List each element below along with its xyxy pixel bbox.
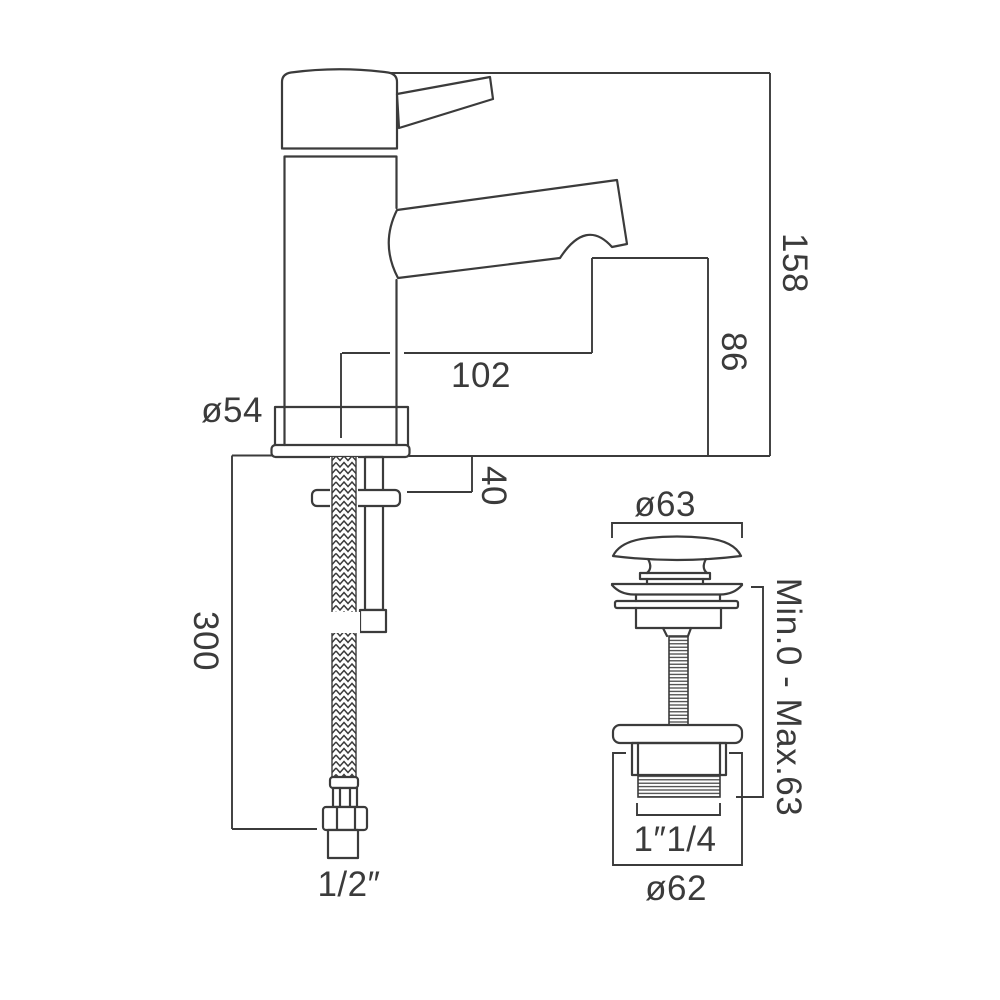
dim-spout-reach-label: 102: [451, 356, 511, 395]
dim-62-bracket: [612, 752, 743, 866]
waste-cap-stem-right: [702, 557, 709, 575]
waste-tailpiece: [661, 626, 693, 638]
dim-thread-bracket: [636, 803, 721, 816]
waste-threaded-barrel: [637, 774, 721, 798]
waste-washer-plate: [613, 599, 740, 610]
mounting-nut: [358, 608, 388, 634]
waste-side-view: [610, 535, 744, 798]
tap-handle-lever: [395, 75, 495, 130]
waste-threaded-rod: [668, 635, 689, 726]
dim-deck-thickness-label: 40: [474, 466, 513, 506]
dim-63-bracket: [611, 522, 743, 538]
waste-top-flange: [610, 582, 744, 596]
dim-waste-thread-label: 1″1/4: [633, 820, 716, 859]
dim-hose-thread-label: 1/2″: [317, 865, 380, 904]
dim-spout-height-label: 86: [714, 332, 753, 372]
tap-front-view: [270, 68, 629, 860]
tap-head-cap: [280, 68, 399, 150]
tap-spout: [387, 178, 629, 280]
dim-overall-height-label: 158: [775, 233, 814, 293]
hose-break-gap: [328, 612, 360, 633]
dimension-labels: 158 86 102 ø54 40 300 1/2″ ø63 Min.0 - M…: [186, 233, 814, 908]
dim-hose-length-label: 300: [186, 611, 225, 671]
dimension-annotations: [231, 72, 771, 866]
dim-minmax-bracket: [736, 586, 764, 798]
waste-cap: [611, 535, 743, 562]
dim-waste-range-label: Min.0 - Max.63: [769, 578, 808, 816]
hose-thread-end: [326, 828, 360, 860]
dim-waste-cap-diameter-label: ø63: [634, 485, 696, 524]
waste-bottom-body: [630, 741, 728, 777]
waste-cap-stem-left: [645, 557, 652, 575]
dim-body-diameter-label: ø54: [201, 391, 263, 430]
waste-cap-flange: [638, 571, 712, 581]
hose-tube: [331, 786, 359, 809]
mounting-stud: [363, 455, 385, 612]
tap-base-plate: [270, 443, 411, 459]
waste-bottom-flange: [611, 723, 744, 745]
dim-waste-flange-diameter-label: ø62: [645, 869, 707, 908]
hose-ferrule: [328, 775, 360, 790]
hose-hex-nut: [321, 805, 369, 832]
waste-upper-body: [634, 606, 723, 630]
flexi-hose: [321, 457, 369, 860]
